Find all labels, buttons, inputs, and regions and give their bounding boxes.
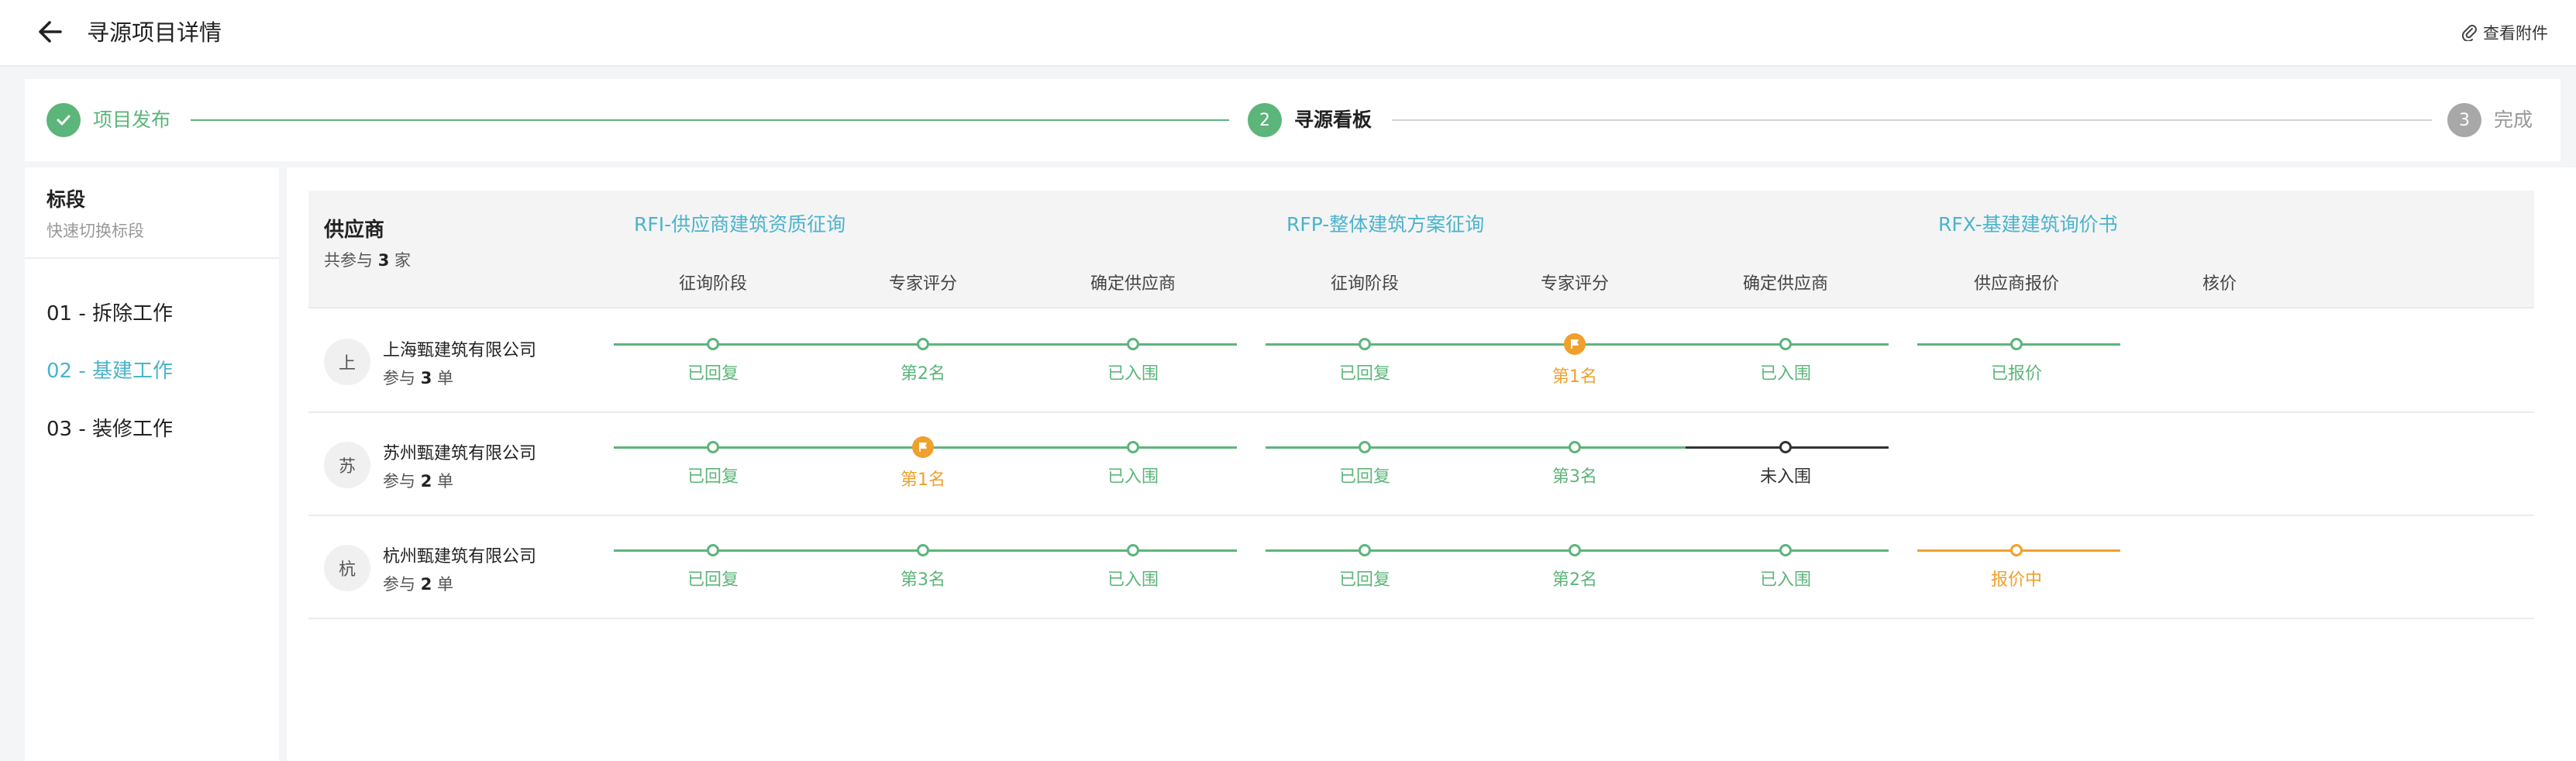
stage-node: [1779, 544, 1792, 556]
step-3-indicator: 3: [2447, 103, 2481, 137]
phase-rfi-title: RFI-供应商建筑资质征询: [634, 213, 846, 236]
stage-node: [707, 338, 719, 350]
stage-node: [917, 338, 929, 350]
supplier-total-count: 共参与 3 家: [324, 251, 411, 270]
arrow-left-icon: [39, 21, 62, 43]
flag-icon: [1564, 333, 1586, 355]
status-rfp-score: 第3名: [1552, 467, 1597, 487]
progress-steps: 项目发布 2 寻源看板 3 完成: [25, 79, 2561, 161]
view-attachments-label: 查看附件: [2483, 24, 2548, 43]
stage-node: [2010, 338, 2023, 350]
status-rfi-confirm: 已入围: [1107, 570, 1159, 590]
status-rfi-score: 第3名: [901, 570, 945, 590]
stage-node: [1779, 441, 1792, 453]
status-rfp-score: 第2名: [1552, 570, 1597, 590]
rfp-track: [1266, 446, 1686, 449]
col-rfx-quote: 供应商报价: [1973, 274, 2059, 294]
table-row[interactable]: 上 上海甄建筑有限公司 参与 3 单 已回复 第2名 已入围 已回复 第1名 已…: [308, 310, 2534, 413]
stage-node: [1359, 441, 1371, 453]
sidebar-title: 标段: [46, 188, 86, 211]
step-connector-2: [1392, 119, 2432, 121]
supplier-name: 上海甄建筑有限公司: [383, 341, 537, 360]
col-rfp-inquiry: 征询阶段: [1330, 274, 1399, 294]
status-rfi-confirm: 已入围: [1107, 364, 1159, 384]
section-sidebar: 标段 快速切换标段 01 - 拆除工作 02 - 基建工作 03 - 装修工作: [25, 167, 279, 761]
supplier-name: 杭州甄建筑有限公司: [383, 547, 537, 566]
avatar: 苏: [324, 442, 370, 488]
phase-rfp-title: RFP-整体建筑方案征询: [1286, 213, 1485, 236]
stage-node: [1359, 338, 1371, 350]
sidebar-divider: [25, 257, 279, 259]
status-rfx-quote: 报价中: [1990, 570, 2042, 590]
status-rfi-inquiry: 已回复: [687, 570, 739, 590]
stage-node: [1359, 544, 1371, 556]
status-rfi-inquiry: 已回复: [687, 467, 739, 487]
view-attachments-button[interactable]: 查看附件: [2461, 20, 2548, 45]
check-icon: [57, 115, 71, 126]
col-rfp-confirm-supplier: 确定供应商: [1742, 274, 1828, 294]
phase-rfx-title: RFX-基建建筑询价书: [1938, 213, 2118, 236]
avatar: 杭: [324, 545, 370, 591]
status-rfx-quote: 已报价: [1990, 364, 2042, 384]
step-2-label: 寻源看板: [1294, 108, 1372, 131]
table-row[interactable]: 苏 苏州甄建筑有限公司 参与 2 单 已回复 第1名 已入围 已回复 第3名 未…: [308, 413, 2534, 516]
stage-node: [1127, 338, 1139, 350]
stage-node: [1779, 338, 1792, 350]
flag-icon: [912, 436, 934, 458]
stage-node: [1127, 544, 1139, 556]
avatar: 上: [324, 339, 370, 385]
status-rfp-score: 第1名: [1552, 367, 1597, 387]
page-title: 寻源项目详情: [87, 19, 222, 46]
stage-node: [2010, 544, 2023, 556]
status-rfp-confirm: 已入围: [1759, 570, 1811, 590]
status-rfp-inquiry: 已回复: [1338, 570, 1390, 590]
step-connector-1: [191, 119, 1229, 121]
supplier-name: 苏州甄建筑有限公司: [383, 444, 537, 463]
table-row[interactable]: 杭 杭州甄建筑有限公司 参与 2 单 已回复 第3名 已入围 已回复 第2名 已…: [308, 516, 2534, 619]
stage-node: [707, 441, 719, 453]
stage-node: [1569, 544, 1581, 556]
stage-node: [917, 544, 929, 556]
paperclip-icon: [2461, 25, 2477, 41]
status-rfp-inquiry: 已回复: [1338, 364, 1390, 384]
board-header: 供应商 共参与 3 家 RFI-供应商建筑资质征询 RFP-整体建筑方案征询 R…: [308, 191, 2534, 308]
supplier-order-count: 参与 3 单: [383, 369, 453, 387]
status-rfp-confirm: 未入围: [1759, 467, 1811, 487]
back-button[interactable]: [34, 15, 67, 48]
step-1-label: 项目发布: [93, 108, 171, 131]
step-1-done-indicator: [46, 103, 81, 137]
sourcing-board: 供应商 共参与 3 家 RFI-供应商建筑资质征询 RFP-整体建筑方案征询 R…: [287, 167, 2576, 761]
col-rfi-expert-score: 专家评分: [888, 274, 957, 294]
col-rfi-inquiry: 征询阶段: [678, 274, 747, 294]
stage-node: [1569, 441, 1581, 453]
page-header: 寻源项目详情 查看附件: [0, 0, 2576, 67]
status-rfp-confirm: 已入围: [1759, 364, 1811, 384]
supplier-order-count: 参与 2 单: [383, 472, 453, 491]
stage-node: [1127, 441, 1139, 453]
supplier-column-header: 供应商: [324, 219, 385, 242]
sidebar-item-infrastructure[interactable]: 02 - 基建工作: [46, 360, 173, 383]
sidebar-item-decoration[interactable]: 03 - 装修工作: [46, 418, 173, 441]
col-rfi-confirm-supplier: 确定供应商: [1090, 274, 1176, 294]
sidebar-item-demolition[interactable]: 01 - 拆除工作: [46, 302, 173, 325]
col-rfp-expert-score: 专家评分: [1540, 274, 1609, 294]
sidebar-subtitle: 快速切换标段: [46, 222, 144, 240]
col-rfx-price-check: 核价: [2202, 274, 2237, 294]
status-rfi-inquiry: 已回复: [687, 364, 739, 384]
status-rfi-confirm: 已入围: [1107, 467, 1159, 487]
status-rfp-inquiry: 已回复: [1338, 467, 1390, 487]
stage-node: [707, 544, 719, 556]
status-rfi-score: 第1名: [901, 470, 945, 490]
status-rfi-score: 第2名: [901, 364, 945, 384]
step-2-indicator: 2: [1248, 103, 1282, 137]
supplier-order-count: 参与 2 单: [383, 575, 453, 594]
step-3-label: 完成: [2494, 108, 2533, 131]
